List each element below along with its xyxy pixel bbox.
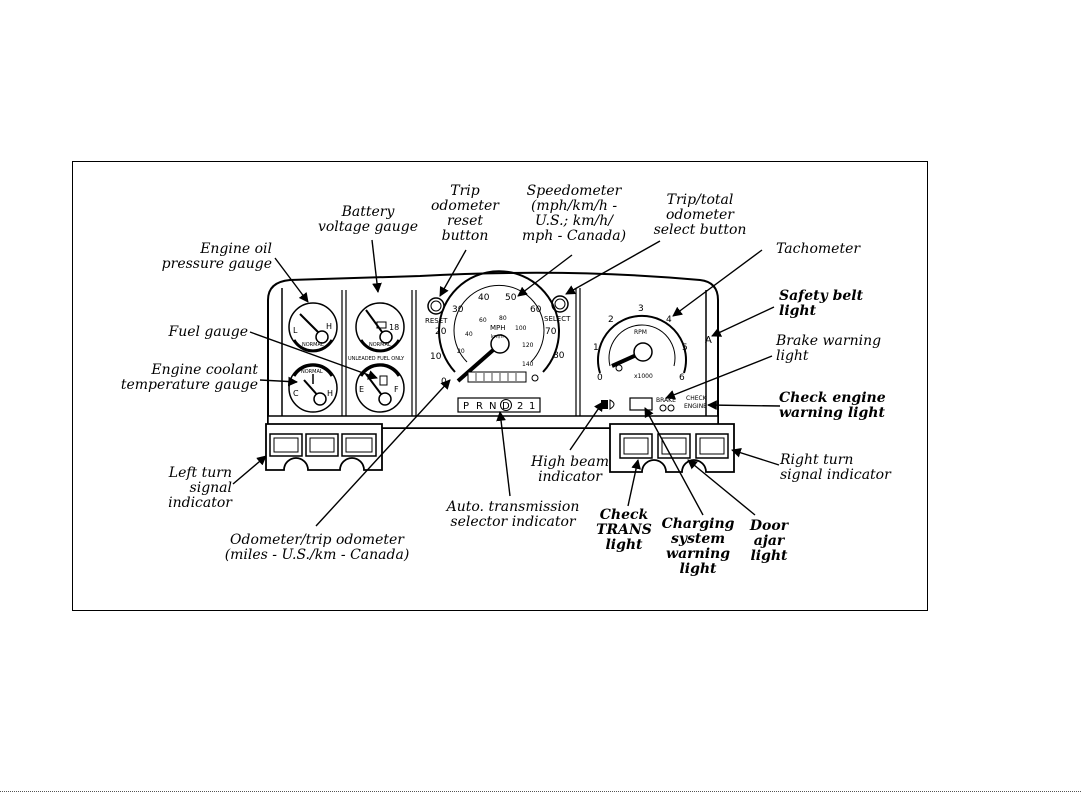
prnd-p: P [463, 401, 469, 412]
tach-tick-6: 6 [679, 373, 685, 383]
speed-tick-50: 50 [505, 293, 517, 303]
oil-pressure-gauge: L H NORMAL [288, 302, 338, 353]
tachometer-dial: RPM x1000 0 1 2 3 4 5 6 [593, 304, 688, 383]
kmh-tick-40: 40 [465, 331, 473, 338]
callout-odometer: Odometer/trip odometer(miles - U.S./km -… [224, 532, 410, 563]
brake-label: BRAKE [656, 397, 676, 404]
tach-tick-3: 3 [638, 304, 644, 314]
speed-tick-80: 80 [553, 351, 565, 361]
prnd-2: 2 [517, 401, 523, 412]
fuel-e-label: E [359, 385, 364, 394]
tach-tick-2: 2 [608, 315, 614, 325]
charging-glyph [629, 397, 653, 411]
tach-tick-4: 4 [666, 315, 672, 325]
callout-fuel-gauge: Fuel gauge [168, 324, 248, 340]
engine-label: ENGINE [684, 403, 707, 410]
speed-tick-0: 0 [441, 377, 447, 387]
oil-normal-label: NORMAL [302, 342, 324, 348]
prnd-1: 1 [529, 401, 535, 412]
oil-l-label: L [293, 326, 298, 335]
diagram-frame [72, 161, 928, 611]
kmh-tick-100: 100 [515, 325, 527, 332]
kmh-label: km/h [491, 334, 504, 340]
tach-tick-1: 1 [593, 343, 599, 353]
speed-tick-10: 10 [430, 352, 442, 362]
callout-speedometer: Speedometer(mph/km/h - U.S.; km/h/mph - … [521, 183, 627, 244]
tach-tick-0: 0 [597, 373, 603, 383]
speed-tick-60: 60 [530, 305, 542, 315]
high-beam-glyph [601, 400, 608, 409]
fuel-f-label: F [394, 385, 399, 394]
callout-tachometer: Tachometer [776, 241, 861, 257]
prnd-r: R [476, 401, 483, 412]
safety-belt-glyph: A [705, 335, 712, 346]
check-label: CHECK [686, 395, 708, 402]
unleaded-label: UNLEADED FUEL ONLY [348, 356, 405, 362]
panel-separators [341, 288, 581, 422]
bottom-rule [0, 791, 1081, 792]
kmh-tick-80: 80 [499, 315, 507, 322]
kmh-tick-120: 120 [522, 342, 534, 349]
mph-label: MPH [490, 324, 506, 332]
prnd-indicator [457, 397, 541, 413]
oil-h-label: H [326, 322, 332, 331]
kmh-tick-20: 20 [457, 348, 465, 355]
fuel-gauge: E F [355, 363, 405, 413]
speed-tick-30: 30 [452, 305, 464, 315]
speed-tick-70: 70 [545, 327, 557, 337]
leader-lines [232, 239, 781, 527]
battery-18-label: 18 [389, 323, 399, 332]
coolant-normal-label: NORMAL [301, 369, 323, 375]
reset-label: RESET [425, 317, 448, 325]
coolant-c-label: C [293, 389, 299, 398]
kmh-tick-60: 60 [479, 317, 487, 324]
speed-tick-40: 40 [478, 293, 490, 303]
coolant-h-label: H [327, 389, 333, 398]
x1000-label: x1000 [634, 373, 653, 380]
speed-tick-20: 20 [435, 327, 447, 337]
prnd-n: N [489, 401, 496, 412]
prnd-d: D [502, 401, 510, 412]
odometer-display [467, 371, 527, 383]
battery-gauge: 18 NORMAL [355, 302, 405, 353]
rpm-label: RPM [634, 329, 647, 336]
tach-tick-5: 5 [682, 343, 688, 353]
battery-normal-label: NORMAL [369, 342, 391, 348]
kmh-tick-140: 140 [522, 361, 534, 368]
speedometer-dial: MPH km/h 0 10 20 30 40 50 60 70 80 20 40… [430, 270, 565, 387]
coolant-gauge: C H NORMAL [288, 363, 338, 413]
